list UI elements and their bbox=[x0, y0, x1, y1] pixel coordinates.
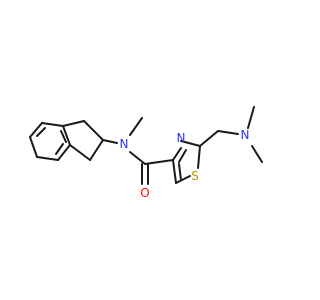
molecule-canvas: N O N S N bbox=[29, 106, 263, 200]
bond bbox=[251, 145, 263, 163]
atom-label-amine-nitrogen: N bbox=[241, 128, 250, 142]
bond-layer bbox=[29, 106, 263, 185]
molecule-structure: N O N S N bbox=[29, 106, 263, 200]
bond bbox=[129, 151, 146, 165]
bond bbox=[62, 125, 71, 146]
bond bbox=[247, 106, 255, 129]
bond bbox=[199, 130, 219, 147]
bond bbox=[83, 120, 104, 141]
atom-label-amide-nitrogen: N bbox=[120, 137, 129, 151]
bond bbox=[144, 159, 174, 165]
bond bbox=[180, 140, 201, 147]
bond bbox=[172, 159, 177, 184]
bond bbox=[197, 145, 201, 169]
bond bbox=[41, 122, 64, 127]
bond bbox=[55, 143, 64, 155]
bond bbox=[60, 130, 67, 143]
bond bbox=[129, 117, 143, 136]
bond bbox=[29, 136, 38, 158]
bond bbox=[69, 144, 91, 161]
bond bbox=[36, 156, 59, 161]
bond bbox=[29, 122, 43, 138]
bond bbox=[36, 127, 46, 137]
bond bbox=[57, 144, 71, 161]
atom-label-layer: N O N S N bbox=[120, 128, 250, 200]
atom-label-carbonyl-oxygen: O bbox=[140, 186, 149, 200]
bond bbox=[102, 139, 118, 144]
bond bbox=[178, 163, 182, 181]
bond bbox=[172, 147, 182, 161]
bond bbox=[62, 120, 85, 127]
bond bbox=[89, 139, 104, 161]
bond bbox=[217, 130, 239, 135]
atom-label-thiazole-sulfur: S bbox=[191, 169, 199, 183]
bond bbox=[178, 149, 187, 163]
atom-label-thiazole-nitrogen: N bbox=[177, 131, 186, 145]
bond bbox=[175, 175, 191, 184]
